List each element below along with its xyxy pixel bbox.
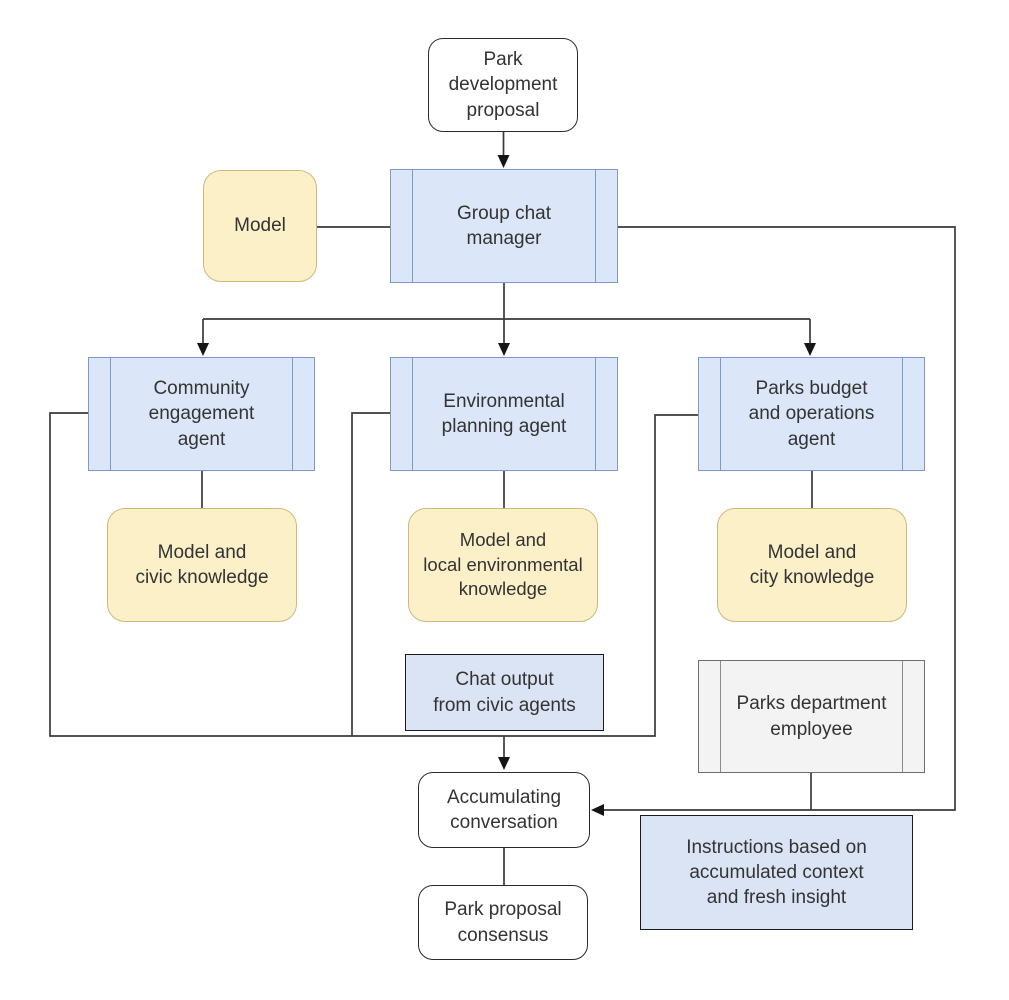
node-model-local-environmental-knowledge: Model and local environmental knowledge	[408, 508, 598, 622]
connector-manager-loop	[604, 226, 956, 811]
arrow-down-into-accumulating	[498, 757, 510, 770]
node-parks-department-employee: Parks department employee	[698, 660, 925, 773]
node-accumulating-conversation: Accumulating conversation	[418, 772, 590, 848]
label-instructions-accumulated-context: Instructions based on accumulated contex…	[640, 815, 913, 930]
node-model-civic-knowledge: Model and civic knowledge	[107, 508, 297, 622]
node-environmental-planning-agent: Environmental planning agent	[390, 357, 618, 471]
node-park-development-proposal: Park development proposal	[428, 38, 578, 132]
node-group-chat-manager: Group chat manager	[390, 169, 618, 283]
arrow-down-into-community	[197, 343, 209, 356]
arrow-down-into-environmental	[498, 343, 510, 356]
arrow-left-into-accumulating	[591, 804, 604, 816]
label-chat-output-from-civic-agents: Chat output from civic agents	[405, 654, 604, 731]
arrowheads	[197, 155, 816, 816]
arrow-down-into-parks	[804, 343, 816, 356]
node-community-engagement-agent: Community engagement agent	[88, 357, 315, 471]
arrow-down-into-manager	[497, 155, 510, 168]
node-park-proposal-consensus: Park proposal consensus	[418, 885, 588, 960]
node-parks-budget-operations-agent: Parks budget and operations agent	[698, 357, 925, 471]
node-model: Model	[203, 170, 317, 282]
node-model-city-knowledge: Model and city knowledge	[717, 508, 907, 622]
